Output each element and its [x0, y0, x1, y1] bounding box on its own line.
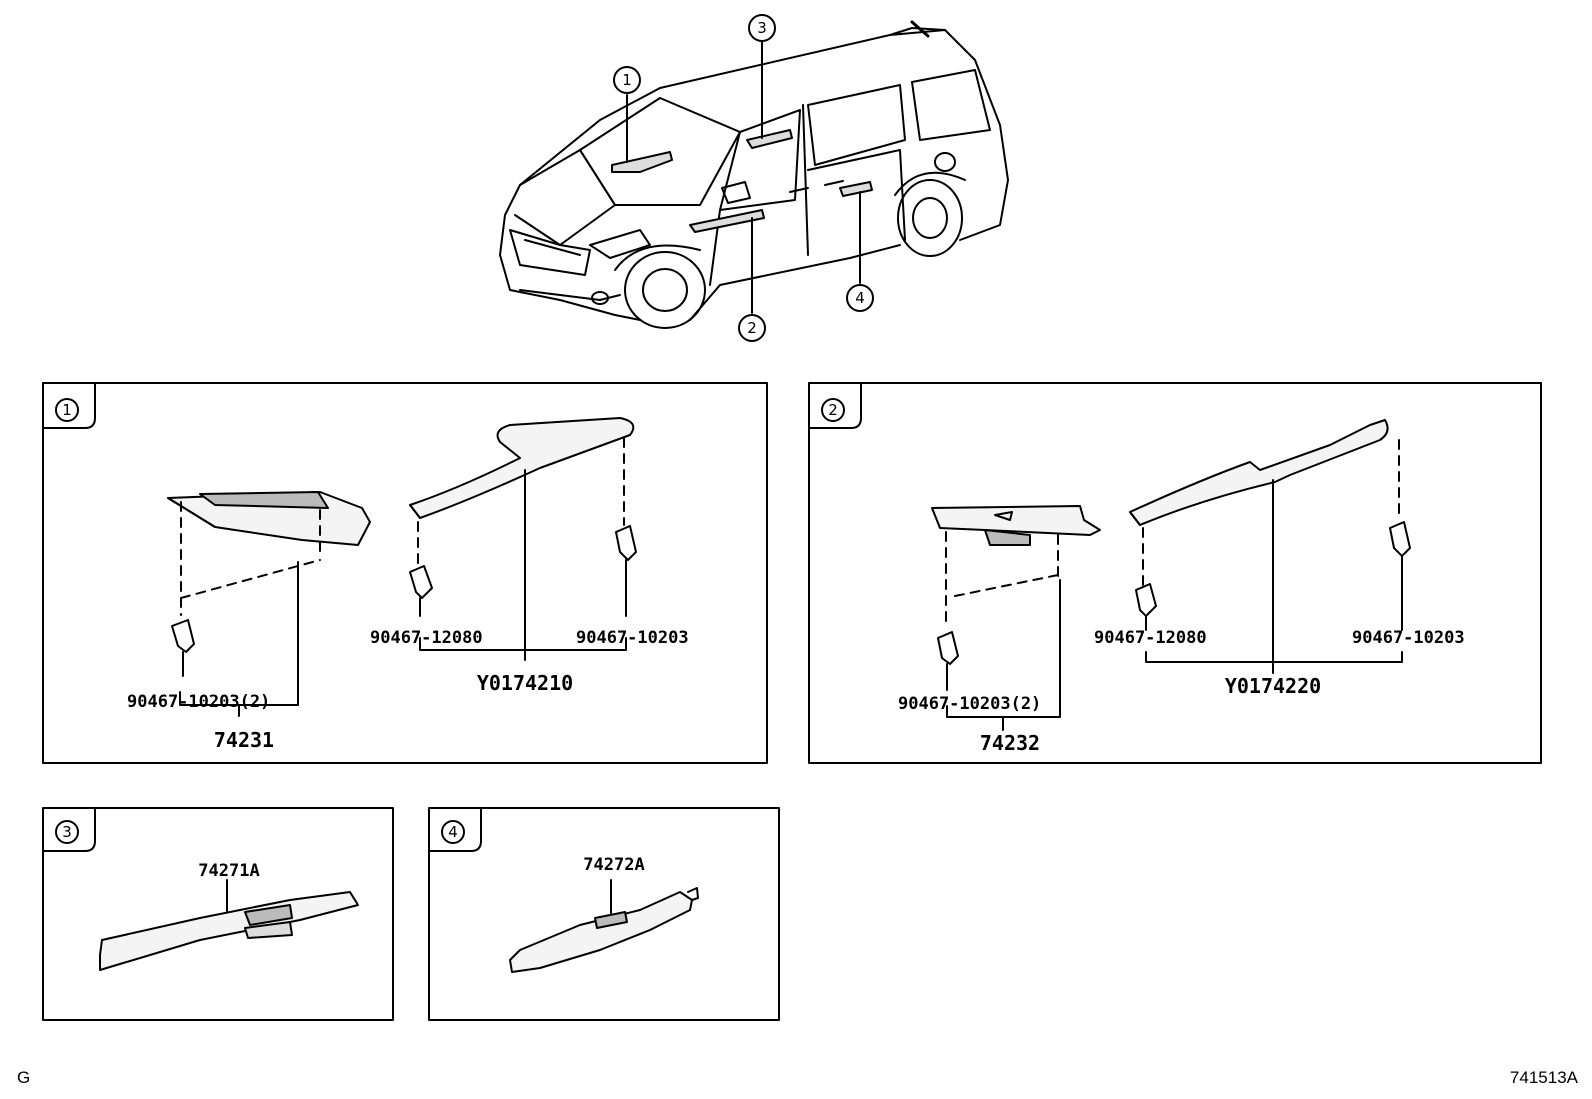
panel-1-clip-left-label: 90467-12080 — [370, 628, 483, 648]
panel-1-dashed-guides — [180, 501, 321, 616]
panel-2-switch-base-label: 74232 — [980, 731, 1040, 755]
panel-3-badge-tab — [42, 807, 96, 852]
clip-icon — [615, 525, 637, 561]
switch-base-74272a-illustration — [509, 887, 699, 973]
panel-1-switch-clips-label: 90467-10203(2) — [127, 692, 270, 712]
panel-2-switch-clips-label: 90467-10203(2) — [898, 694, 1041, 714]
clip-icon — [1389, 521, 1411, 557]
bracket-line — [179, 561, 299, 706]
panel-1-badge-number: 1 — [62, 401, 72, 419]
clip-icon — [409, 565, 433, 599]
panel-4-badge — [441, 820, 465, 844]
panel-1-assembly-label: Y0174210 — [477, 671, 573, 695]
panel-2-assembly-label: Y0174220 — [1225, 674, 1321, 698]
callout-2-number: 2 — [747, 319, 757, 337]
bracket-line — [1145, 651, 1403, 663]
panel-4-badge-number: 4 — [448, 823, 458, 841]
clip-icon — [937, 631, 959, 665]
garnish-y0174220-illustration — [1129, 419, 1389, 526]
panel-2-badge-number: 2 — [828, 401, 838, 419]
footer-left-code: G — [17, 1068, 31, 1087]
panel-2-dashed-guides-2 — [1142, 439, 1400, 586]
panel-2-badge — [821, 398, 845, 422]
panel-3-part-label: 74271A — [198, 861, 259, 881]
panel-3-badge-number: 3 — [62, 823, 72, 841]
callout-1-number: 1 — [622, 71, 632, 89]
panel-1-frame — [42, 382, 768, 764]
panel-1-switch-base-label: 74231 — [214, 728, 274, 752]
clip-icon — [171, 619, 195, 653]
panel-4-part-label: 74272A — [583, 855, 644, 875]
switch-base-74271a-illustration — [99, 891, 359, 971]
panel-2-clip-right-label: 90467-10203 — [1352, 628, 1465, 648]
clip-icon — [1135, 583, 1157, 617]
panel-3-badge — [55, 820, 79, 844]
footer-right-code: 741513A — [1509, 1068, 1578, 1087]
vehicle-illustration — [499, 20, 1009, 329]
panel-4-badge-tab — [428, 807, 482, 852]
bracket-line — [419, 637, 627, 651]
panel-2-frame — [808, 382, 1542, 764]
panel-3-frame — [42, 807, 394, 1021]
callout-3-number: 3 — [757, 19, 767, 37]
panel-1-dashed-guides-2 — [417, 437, 625, 566]
panel-2-badge-tab — [808, 382, 862, 429]
garnish-y0174210-illustration — [409, 417, 635, 519]
panel-4-frame — [428, 807, 780, 1021]
panel-1-clip-right-label: 90467-10203 — [576, 628, 689, 648]
vehicle-callouts — [613, 14, 874, 342]
switch-base-74231-illustration — [167, 491, 371, 546]
panel-2-dashed-guides — [945, 531, 1059, 629]
switch-base-74232-illustration — [931, 505, 1101, 546]
panel-1-badge — [55, 398, 79, 422]
panel-2-clip-left-label: 90467-12080 — [1094, 628, 1207, 648]
callout-4-number: 4 — [855, 289, 865, 307]
panel-1-badge-tab — [42, 382, 96, 429]
